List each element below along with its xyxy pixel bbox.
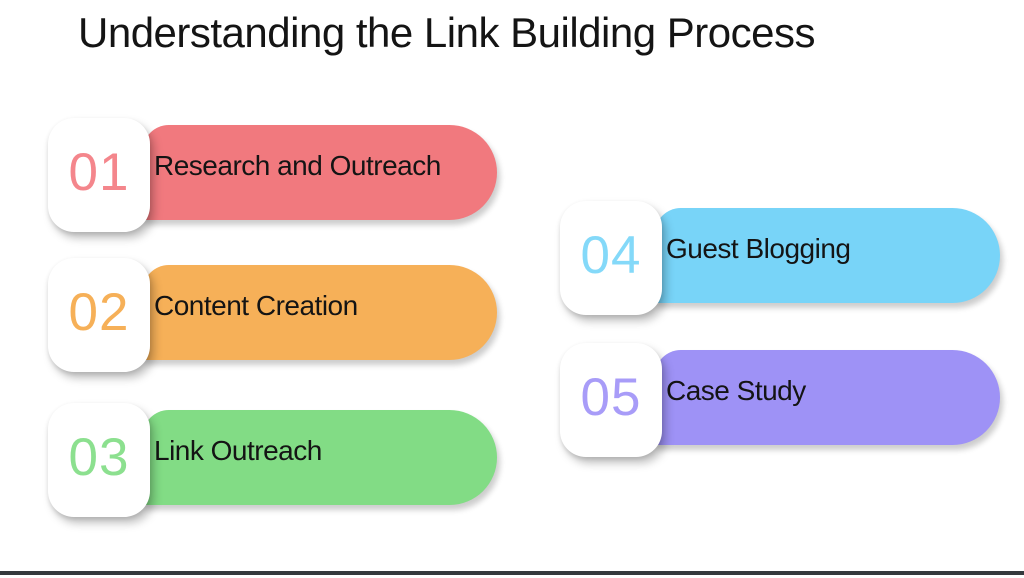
- step-label: Link Outreach: [154, 435, 322, 466]
- step-label: Research and Outreach: [154, 150, 441, 181]
- step-label: Guest Blogging: [666, 233, 851, 264]
- step-number-card: 03: [48, 403, 150, 517]
- step-case-study: Case Study 05: [560, 343, 1020, 463]
- step-number: 05: [580, 368, 642, 427]
- step-number-card: 05: [560, 343, 662, 457]
- step-pill: Link Outreach: [143, 410, 497, 505]
- step-research-and-outreach: Research and Outreach 01: [48, 118, 508, 238]
- page-title: Understanding the Link Building Process: [78, 9, 815, 56]
- step-label: Content Creation: [154, 290, 358, 321]
- step-link-outreach: Link Outreach 03: [48, 403, 508, 523]
- step-number-card: 01: [48, 118, 150, 232]
- step-pill: Case Study: [655, 350, 1000, 445]
- step-number: 02: [68, 283, 130, 342]
- step-content-creation: Content Creation 02: [48, 258, 508, 378]
- step-number-card: 04: [560, 201, 662, 315]
- step-number: 03: [68, 428, 130, 487]
- step-number: 04: [580, 226, 642, 285]
- bottom-bar: [0, 571, 1024, 575]
- step-guest-blogging: Guest Blogging 04: [560, 201, 1020, 321]
- step-number: 01: [68, 143, 130, 202]
- step-number-card: 02: [48, 258, 150, 372]
- step-pill: Research and Outreach: [143, 125, 497, 220]
- step-pill: Content Creation: [143, 265, 497, 360]
- step-pill: Guest Blogging: [655, 208, 1000, 303]
- step-label: Case Study: [666, 375, 806, 406]
